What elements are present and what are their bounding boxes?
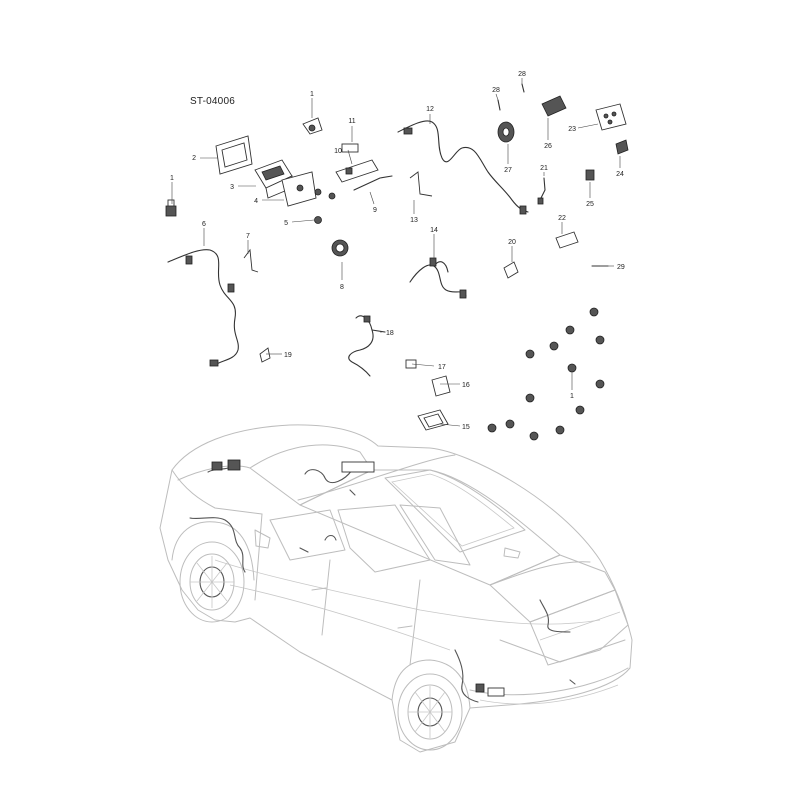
- callout-23: 23: [568, 126, 576, 133]
- callout-28-left: 28: [492, 87, 500, 94]
- callout-14: 14: [430, 227, 438, 234]
- callout-4: 4: [254, 198, 258, 205]
- part-12-harness: [397, 120, 529, 215]
- callout-28-top: 28: [518, 71, 526, 78]
- part-28-screws: [497, 83, 525, 111]
- callout-18: 18: [386, 330, 394, 337]
- part-23-panel: [595, 103, 627, 131]
- leader-lines: [171, 78, 621, 427]
- callout-29: 29: [617, 264, 625, 271]
- callout-17: 17: [438, 364, 446, 371]
- part-22-cover: [555, 231, 579, 249]
- part-1-sensor-cluster: [487, 307, 605, 441]
- part-17-clip: [405, 359, 417, 369]
- callout-13: 13: [410, 217, 418, 224]
- callout-5: 5: [284, 220, 288, 227]
- callout-9: 9: [373, 207, 377, 214]
- diagram-code: ST-04006: [190, 96, 235, 107]
- part-27-ring: [497, 121, 515, 143]
- callout-19: 19: [284, 352, 292, 359]
- part-9-strip: [353, 175, 393, 191]
- callout-1-cluster: 1: [570, 393, 574, 400]
- callout-1-left: 1: [170, 175, 174, 182]
- callout-26: 26: [544, 143, 552, 150]
- part-21-wire: [537, 177, 546, 205]
- part-18-harness: [348, 315, 386, 377]
- part-15-module: [417, 409, 449, 431]
- part-7-bracket: [243, 248, 259, 273]
- callout-8: 8: [340, 284, 344, 291]
- callout-22: 22: [558, 215, 566, 222]
- part-13-bracket: [409, 171, 433, 197]
- part-20-sensor: [503, 261, 519, 279]
- callout-6: 6: [202, 221, 206, 228]
- callout-1-top: 1: [310, 91, 314, 98]
- callout-27: 27: [504, 167, 512, 174]
- part-1-sensor: [302, 117, 323, 135]
- part-25-connector: [585, 169, 595, 181]
- part-16-bracket: [431, 375, 451, 397]
- callout-15: 15: [462, 424, 470, 431]
- callout-12: 12: [426, 106, 434, 113]
- callout-24: 24: [616, 171, 624, 178]
- part-14-harness: [409, 257, 467, 299]
- callout-20: 20: [508, 239, 516, 246]
- callout-11: 11: [348, 118, 355, 125]
- callout-7: 7: [246, 233, 250, 240]
- callout-3: 3: [230, 184, 234, 191]
- part-4-bracket: [281, 171, 336, 207]
- part-19-clip: [259, 347, 271, 363]
- part-10-housing: [335, 143, 379, 183]
- vehicle-outline: [159, 424, 633, 753]
- part-1-left-sensor: [165, 199, 177, 217]
- callout-2: 2: [192, 155, 196, 162]
- part-6-harness: [167, 249, 239, 367]
- part-26-sensor: [541, 95, 567, 117]
- callout-25: 25: [586, 201, 594, 208]
- part-2-frame: [215, 135, 253, 175]
- callout-21: 21: [540, 165, 548, 172]
- part-24-grommet: [615, 139, 629, 155]
- callout-16: 16: [462, 382, 470, 389]
- parts: [165, 83, 629, 441]
- part-5-bolt: [314, 216, 322, 224]
- callout-labels: 1 1 1 2 3 4 5 6 7 8 9 10 11 12 13 14 15 …: [170, 71, 625, 431]
- callout-10: 10: [334, 148, 342, 155]
- part-8-ring: [331, 239, 349, 257]
